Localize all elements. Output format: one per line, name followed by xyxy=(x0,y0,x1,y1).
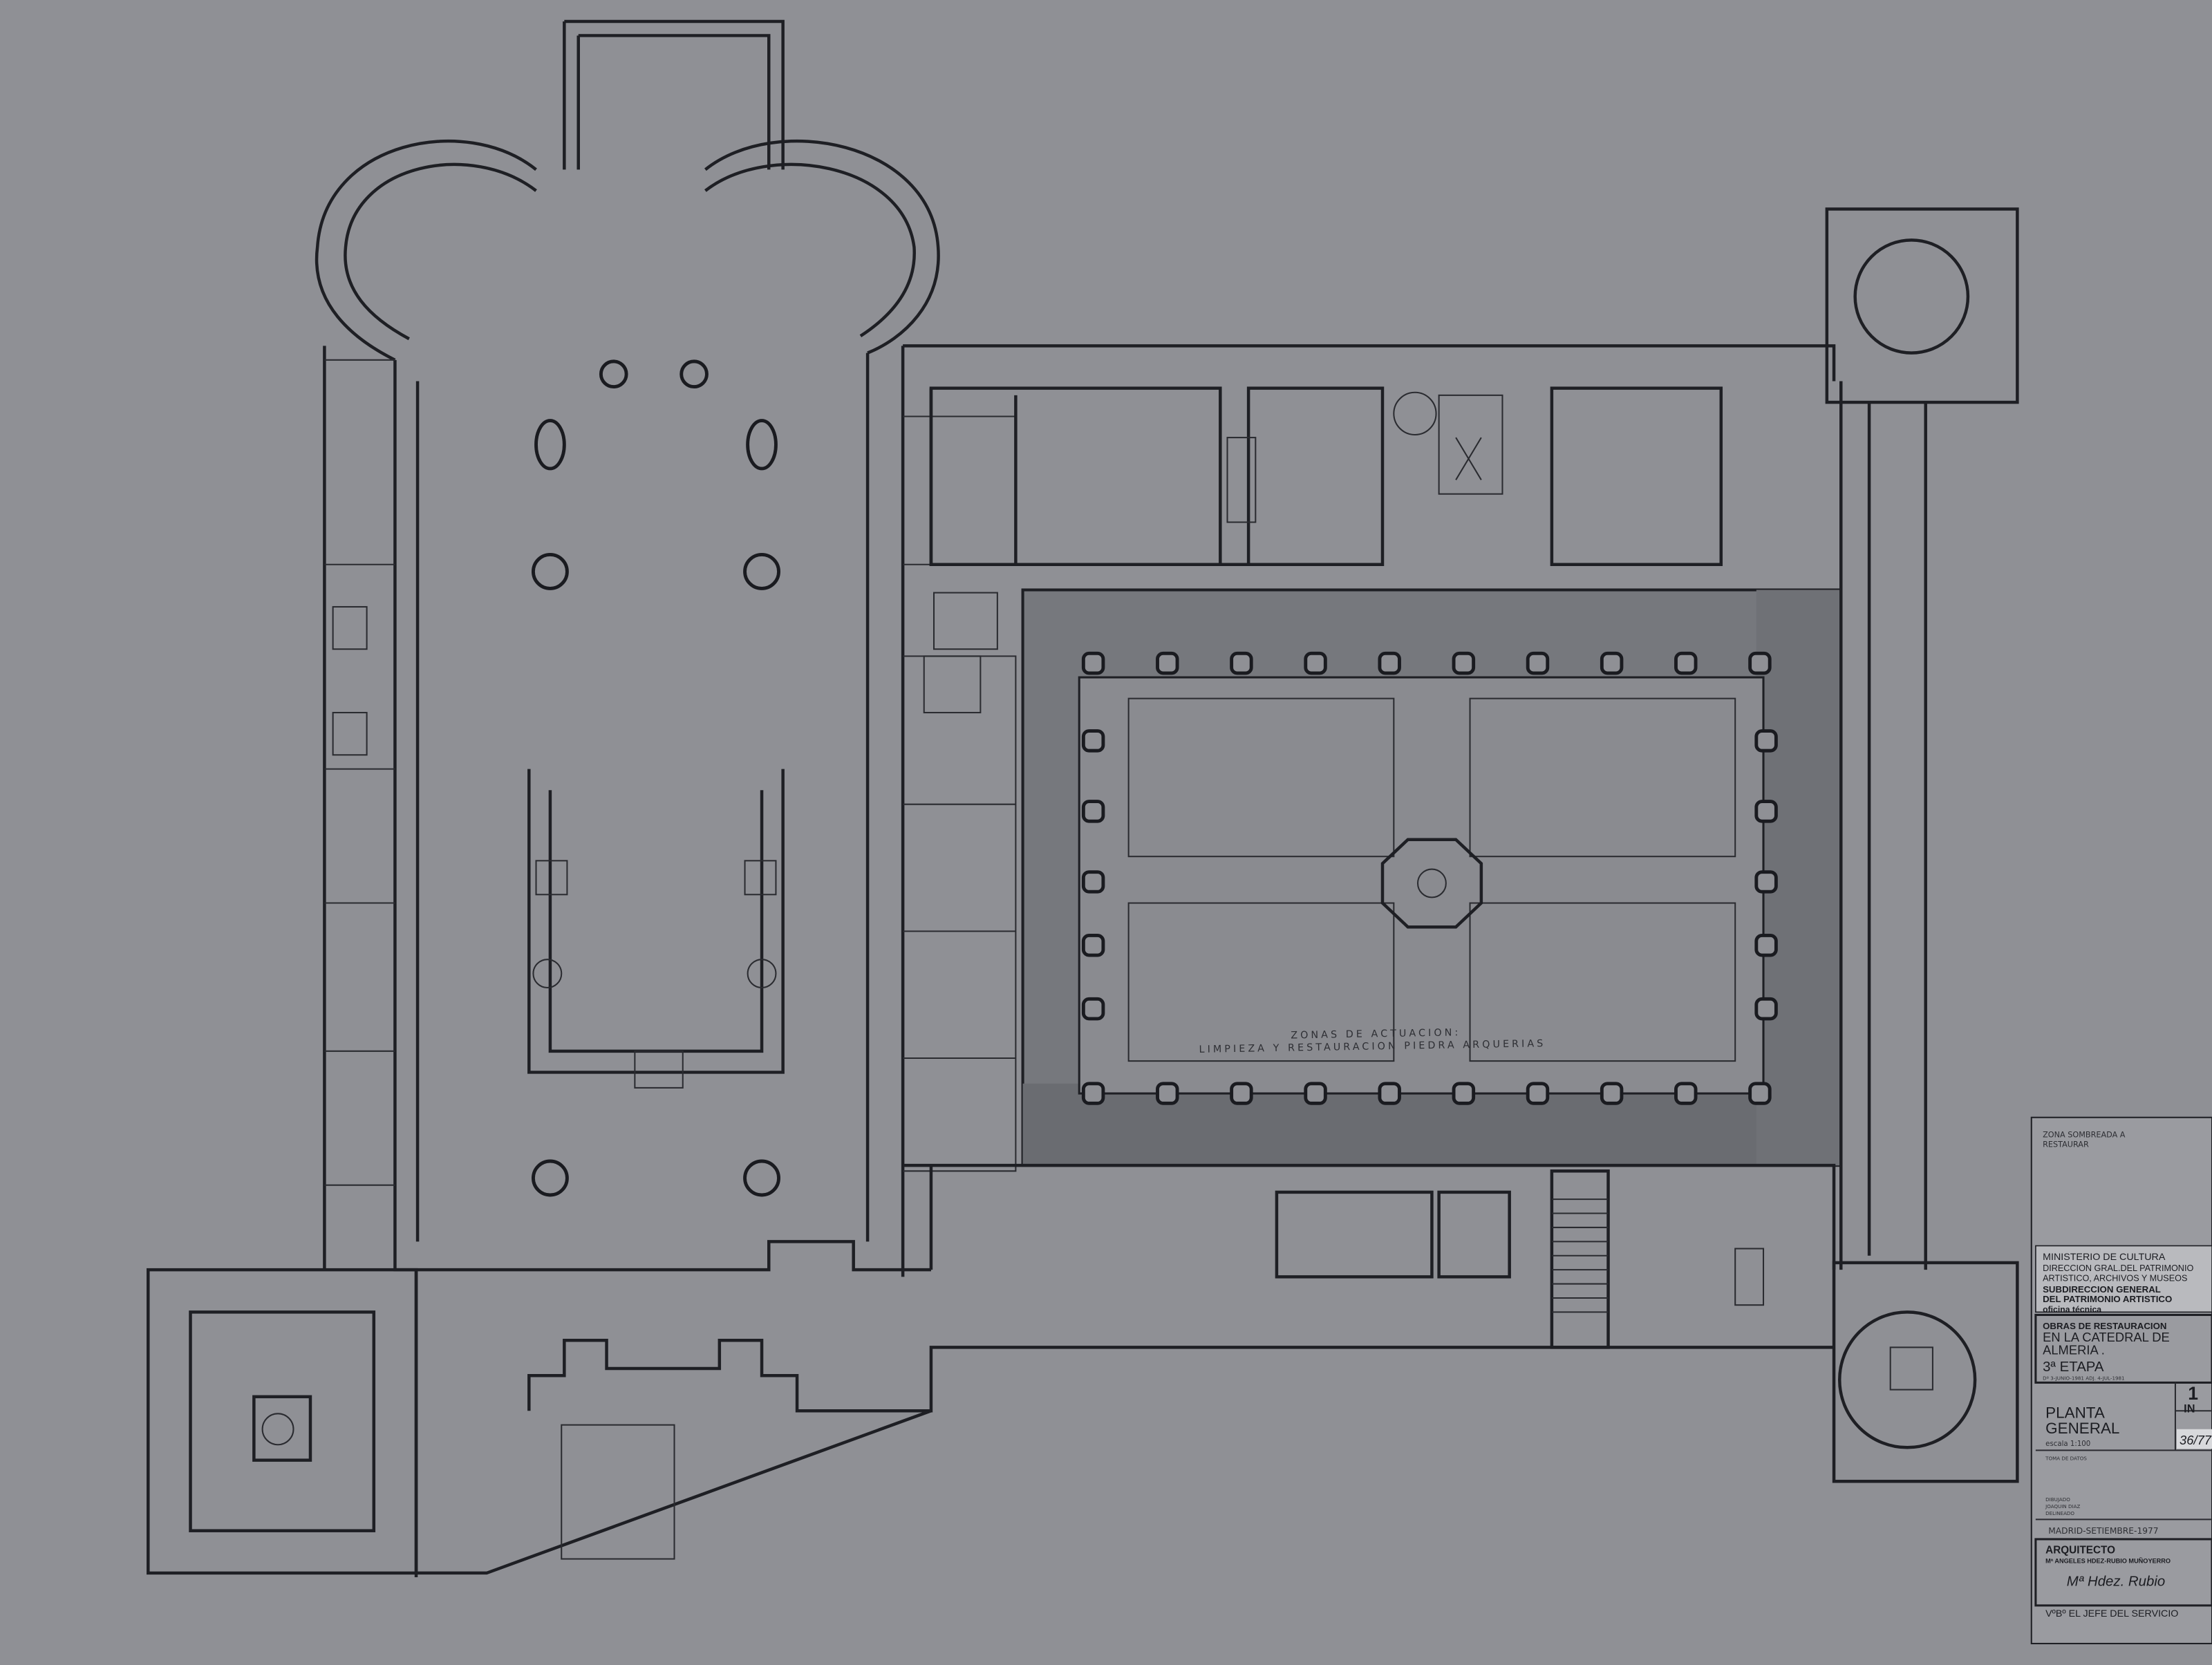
architect-box xyxy=(2034,1538,2212,1607)
cloister-pier xyxy=(1754,870,1778,894)
legend-line2: RESTAURAR xyxy=(2043,1140,2089,1149)
cloister-pier xyxy=(1081,934,1105,957)
ministry-line3: ARTISTICO, ARCHIVOS Y MUSEOS xyxy=(2043,1273,2187,1283)
apse-right-lobe xyxy=(704,139,940,355)
cloister-pier xyxy=(1378,651,1401,675)
cloister-pier xyxy=(1452,1082,1476,1105)
legend-line1: ZONA SOMBREADA A xyxy=(2043,1130,2126,1139)
title-block: ZONA SOMBREADA A RESTAURAR MINISTERIO DE… xyxy=(2030,1116,2212,1644)
cloister-pier xyxy=(1081,800,1105,823)
place-date: MADRID-SETIEMBRE-1977 xyxy=(2048,1526,2158,1536)
northeast-tower xyxy=(1825,207,2019,404)
apse-left-lobe xyxy=(315,139,537,361)
architect-name: Mª ANGELES HDEZ-RUBIO MUÑOYERRO xyxy=(2045,1558,2171,1565)
sheet-title1: PLANTA xyxy=(2045,1404,2105,1421)
ministry-line5: DEL PATRIMONIO ARTISTICO xyxy=(2043,1294,2172,1304)
cloister-pier xyxy=(1304,651,1327,675)
project-line2: EN LA CATEDRAL DE xyxy=(2043,1330,2170,1344)
entrance-area xyxy=(414,1270,1835,1578)
sheet-scale: escala 1:100 xyxy=(2045,1440,2090,1448)
cloister-pier xyxy=(1674,1082,1698,1105)
approval-line: VºBº EL JEFE DEL SERVICIO xyxy=(2045,1608,2178,1619)
east-wing xyxy=(1825,207,2019,1483)
project-line1: OBRAS DE RESTAURACION xyxy=(2043,1321,2166,1331)
architect-signature: Mª Hdez. Rubio xyxy=(2067,1574,2165,1589)
cloister-pier xyxy=(1304,1082,1327,1105)
cloister-pier xyxy=(1230,651,1253,675)
cloister-pier xyxy=(1754,800,1778,823)
southeast-tower xyxy=(1832,1261,2019,1483)
dibujado-label: DIBUJADO xyxy=(2045,1496,2070,1503)
fountain xyxy=(1380,838,1483,929)
sheet-ref: 36/77 xyxy=(2180,1433,2212,1447)
north-range xyxy=(903,344,1836,714)
cloister-pier xyxy=(1378,1082,1401,1105)
sheet-title2: GENERAL xyxy=(2045,1420,2119,1437)
sheet-number: 1 xyxy=(2188,1383,2198,1404)
cloister-pier xyxy=(1081,729,1105,753)
project-line3: ALMERIA . xyxy=(2043,1343,2105,1357)
cloister-pier xyxy=(1081,651,1105,675)
cloister-pier xyxy=(1754,997,1778,1021)
cloister-pier xyxy=(1156,1082,1179,1105)
project-dates: Dº 3-JUNIO-1981 ADJ. 4-JUL-1981 xyxy=(2043,1375,2124,1381)
cloister-pier xyxy=(1754,729,1778,753)
ministry-line4: SUBDIRECCION GENERAL xyxy=(2043,1284,2161,1295)
delineado-label: DELINEADO xyxy=(2045,1510,2074,1516)
toma-de-datos: TOMA DE DATOS xyxy=(2045,1456,2087,1462)
cloister-pier xyxy=(1081,997,1105,1021)
cloister-pier xyxy=(1748,651,1772,675)
ministry-line2: DIRECCION GRAL.DEL PATRIMONIO xyxy=(2043,1263,2193,1273)
cloister-pier xyxy=(1156,651,1179,675)
architect-label: ARQUITECTO xyxy=(2045,1544,2115,1556)
sheet-code: IN xyxy=(2184,1402,2195,1415)
cathedral-church xyxy=(315,19,1017,1277)
cloister-pier xyxy=(1748,1082,1772,1105)
project-box xyxy=(2034,1313,2212,1384)
cloister: ZONAS DE ACTUACION: LIMPIEZA Y RESTAURAC… xyxy=(1021,588,1843,1167)
cloister-pier xyxy=(1600,1082,1624,1105)
annotation-line1: ZONAS DE ACTUACION: xyxy=(1291,1027,1461,1041)
draftsman: JOAQUIN DIAZ xyxy=(2045,1503,2080,1509)
cloister-pier xyxy=(1600,651,1624,675)
cloister-pier xyxy=(1230,1082,1253,1105)
south-range xyxy=(903,1163,1836,1349)
cloister-garth xyxy=(1078,676,1765,1095)
ministry-box xyxy=(2035,1245,2212,1313)
cloister-pier xyxy=(1754,934,1778,957)
cloister-pier xyxy=(1081,1082,1105,1105)
ministry-line6: oficina técnica xyxy=(2043,1304,2101,1314)
project-stage: 3ª ETAPA xyxy=(2043,1360,2104,1375)
cloister-pier xyxy=(1081,870,1105,894)
cloister-pier xyxy=(1526,1082,1550,1105)
ministry-line1: MINISTERIO DE CULTURA xyxy=(2043,1252,2166,1263)
cloister-pier xyxy=(1526,651,1550,675)
cloister-pier xyxy=(1674,651,1698,675)
cloister-pier xyxy=(1452,651,1476,675)
